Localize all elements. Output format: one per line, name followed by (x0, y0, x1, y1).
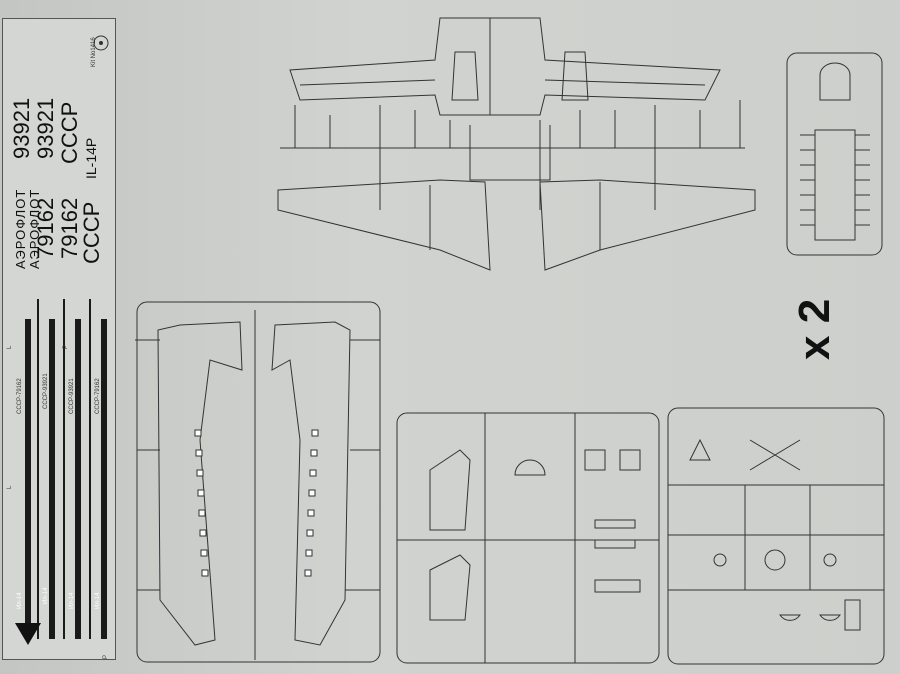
decal-emblem-icon (15, 623, 41, 645)
decal-pinstripe-2 (63, 299, 65, 639)
sprue-frame-fuselage (135, 301, 381, 663)
decal-cheatline-4 (101, 319, 107, 639)
sprue-frame-small-parts (667, 407, 885, 665)
quantity-label: x 2 (790, 298, 839, 360)
sprue-frame-wings (280, 100, 745, 210)
decal-cheatline-3 (75, 319, 81, 639)
wing-lower-drawing (277, 179, 756, 271)
sprue-frame-tail (396, 412, 660, 664)
decal-sheet: АЭРОФЛОТ АЭРОФЛОТ 93921 79162 93921 7916… (2, 18, 116, 660)
wing-upper-drawing (289, 17, 721, 116)
decal-kit-logo-icon (93, 35, 109, 51)
sprue-frame-seats (786, 52, 883, 256)
decal-cheatline-1 (25, 319, 31, 639)
decal-cheatline-2 (49, 319, 55, 639)
decal-pinstripe-1 (37, 299, 39, 639)
decal-pinstripe-3 (89, 299, 91, 639)
fuselage-windows (194, 429, 319, 577)
